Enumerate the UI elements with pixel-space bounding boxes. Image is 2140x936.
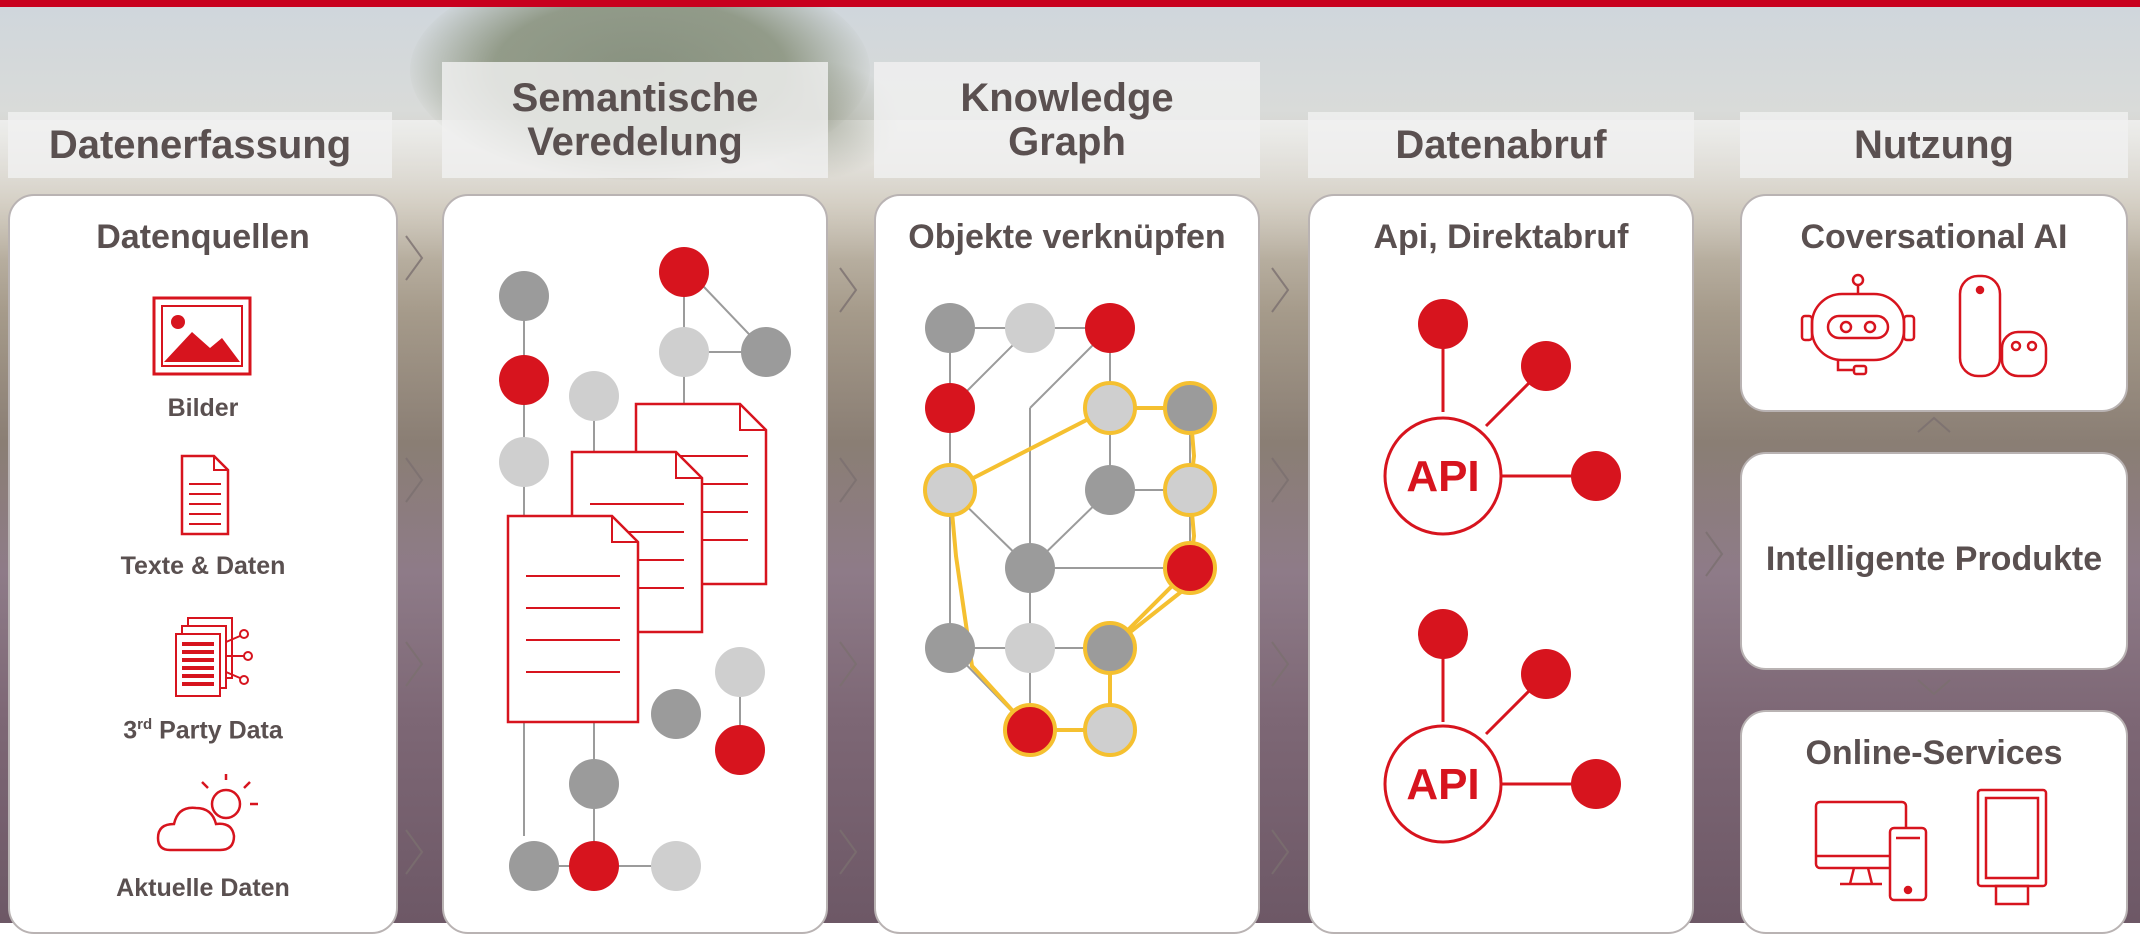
graph-nodes <box>499 247 791 891</box>
chevron-down-icon <box>1917 679 1951 696</box>
card-title: Objekte verknüpfen <box>908 218 1226 256</box>
chevron-right-icon <box>1271 641 1290 687</box>
card-datenabruf: Api, Direktabruf API API <box>1308 194 1694 934</box>
label-part: Party Data <box>152 716 283 745</box>
document-icon <box>180 454 230 536</box>
label-part: 3 <box>123 716 138 745</box>
knowledge-graph-network <box>923 303 1217 757</box>
header-label-line2: Veredelung <box>527 120 743 164</box>
header-label-line1: Semantische <box>511 76 759 120</box>
header-datenabruf: Datenabruf <box>1308 112 1694 178</box>
header-label: Nutzung <box>1854 123 2014 167</box>
api-label-1: API <box>1406 452 1480 501</box>
header-label-line2: Graph <box>1008 120 1126 164</box>
chevron-right-icon <box>839 267 858 313</box>
card-intelligente-produkte: Intelligente Produkte <box>1740 452 2128 670</box>
chevron-right-icon <box>1271 829 1290 875</box>
tablet-kiosk-icon <box>1976 788 2048 906</box>
label-texte-daten: Texte & Daten <box>120 552 286 580</box>
top-red-bar <box>0 0 2140 7</box>
smart-speaker-icon <box>1958 274 2048 378</box>
card-title: Coversational AI <box>1800 218 2068 256</box>
chevron-right-icon <box>405 457 424 503</box>
header-label-line1: Knowledge <box>960 76 1174 120</box>
chevron-right-icon <box>1271 457 1290 503</box>
weather-cloud-sun-icon <box>156 774 258 852</box>
label-3rd-party-data: 3rd Party Data <box>10 716 396 745</box>
robot-icon <box>1800 273 1916 376</box>
chevron-right-icon <box>405 235 424 281</box>
card-title: Intelligente Produkte <box>1765 540 2103 578</box>
card-title: Datenquellen <box>96 218 310 256</box>
api-label-2: API <box>1406 760 1480 809</box>
image-icon <box>152 296 252 376</box>
api-hub-1 <box>1383 299 1621 536</box>
chevron-right-icon <box>839 641 858 687</box>
header-datenerfassung: Datenerfassung <box>8 112 392 178</box>
card-knowledge-graph: Objekte verknüpfen <box>874 194 1260 934</box>
api-hub-2 <box>1383 609 1621 844</box>
desktop-mobile-icon <box>1814 800 1928 902</box>
header-semantische-veredelung: Semantische Veredelung <box>442 62 828 178</box>
card-conversational-ai: Coversational AI <box>1740 194 2128 412</box>
semantic-enrichment-graphic <box>499 247 791 891</box>
chevron-right-icon <box>405 829 424 875</box>
header-label: Datenabruf <box>1395 123 1607 167</box>
card-online-services: Online-Services <box>1740 710 2128 934</box>
label-superscript: rd <box>137 716 153 733</box>
header-label: Datenerfassung <box>48 123 352 167</box>
header-nutzung: Nutzung <box>1740 112 2128 178</box>
data-sheets-icon <box>175 617 253 697</box>
card-datenquellen: Datenquellen Bilder Texte & Daten 3rd Pa… <box>8 194 398 934</box>
chevron-right-icon <box>405 641 424 687</box>
label-aktuelle-daten: Aktuelle Daten <box>116 874 290 902</box>
chevron-right-icon <box>1271 267 1290 313</box>
chevron-right-icon <box>839 457 858 503</box>
document-stack <box>506 402 768 724</box>
card-title: Api, Direktabruf <box>1373 218 1629 256</box>
chevron-right-icon <box>839 829 858 875</box>
chevron-up-icon <box>1917 416 1951 433</box>
card-title: Online-Services <box>1805 734 2063 772</box>
header-knowledge-graph: Knowledge Graph <box>874 62 1260 178</box>
card-semantische-veredelung <box>442 194 828 934</box>
chevron-right-icon <box>1705 531 1724 577</box>
label-bilder: Bilder <box>167 394 239 422</box>
